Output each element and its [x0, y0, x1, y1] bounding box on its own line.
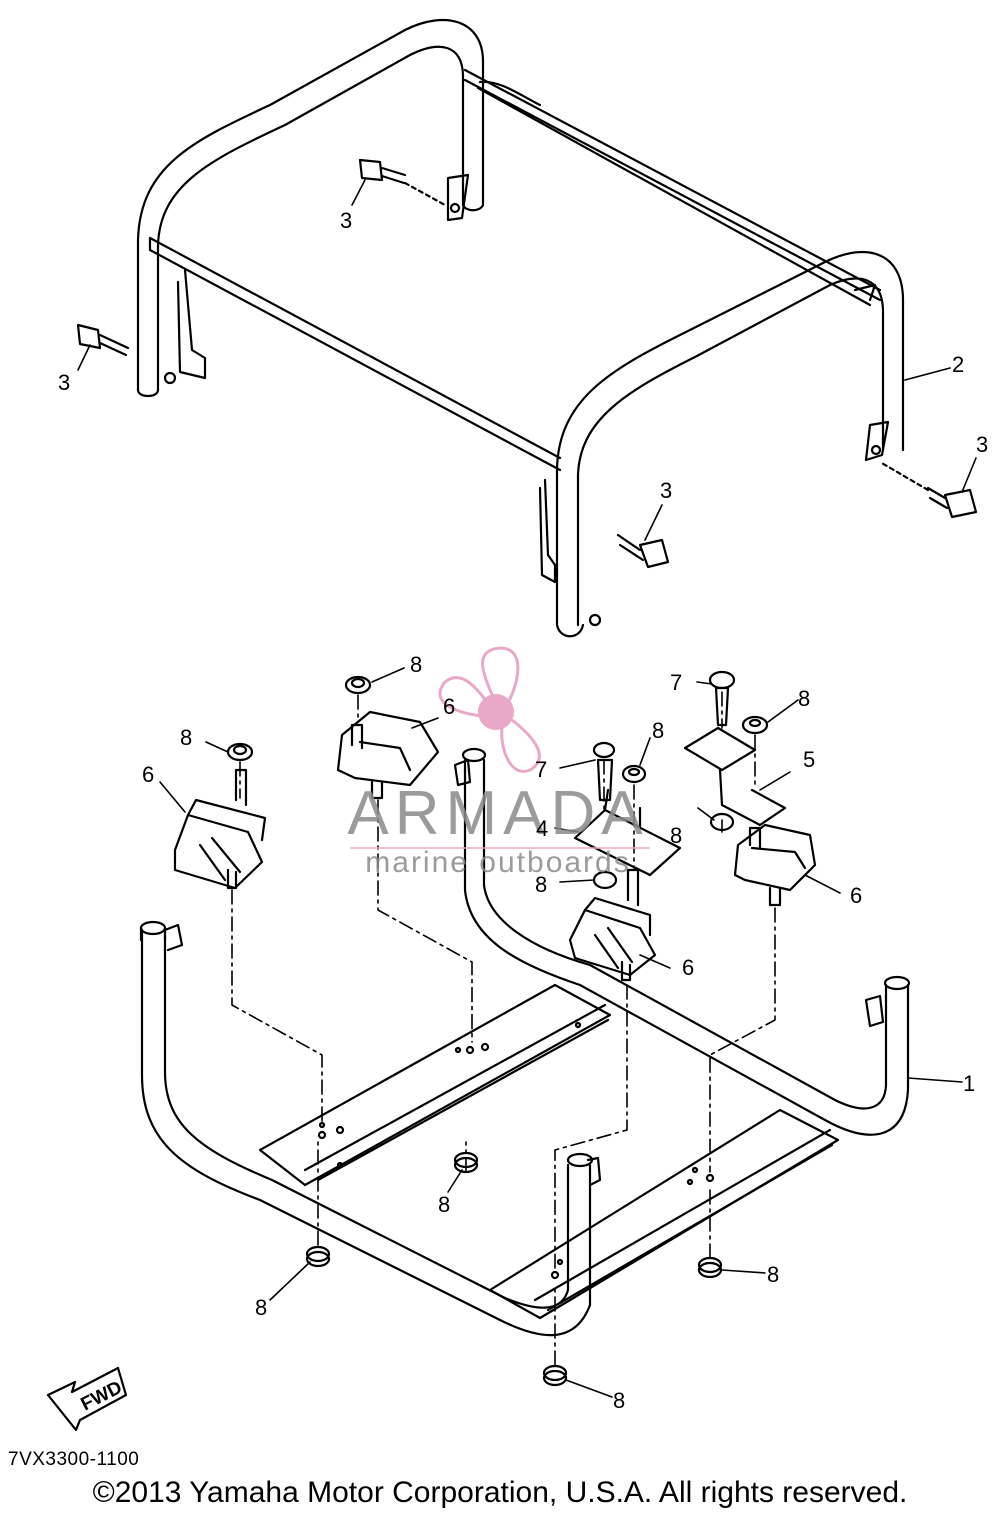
mounts-and-brackets — [173, 670, 817, 982]
callout-8: 8 — [255, 1295, 267, 1320]
armada-watermark: ARMADA marine outboards — [347, 646, 650, 879]
bottom-nuts — [305, 1151, 723, 1387]
callout-3: 3 — [976, 432, 988, 457]
watermark-tagline: marine outboards — [365, 846, 630, 879]
callout-6: 6 — [850, 883, 862, 908]
callout-8: 8 — [438, 1192, 450, 1217]
leader-lines — [77, 179, 977, 1398]
copyright-notice: ©2013 Yamaha Motor Corporation, U.S.A. A… — [92, 1476, 908, 1509]
fwd-arrow-icon — [46, 1366, 128, 1432]
callout-3: 3 — [58, 370, 70, 395]
callout-6: 6 — [682, 955, 694, 980]
lower-frame — [139, 747, 911, 1337]
callout-8: 8 — [652, 718, 664, 743]
reference-code: 7VX3300-1100 — [8, 1449, 140, 1470]
callout-2: 2 — [952, 352, 964, 377]
fwd-label: FWD — [78, 1377, 126, 1415]
callout-6: 6 — [443, 694, 455, 719]
callout-3: 3 — [660, 478, 672, 503]
callout-8: 8 — [670, 823, 682, 848]
callout-5: 5 — [803, 747, 815, 772]
callout-8: 8 — [613, 1388, 625, 1413]
callout-8: 8 — [535, 872, 547, 897]
propeller-logo-icon — [438, 646, 541, 773]
callout-1: 1 — [963, 1071, 975, 1096]
upper-frame — [136, 18, 905, 638]
callout-7: 7 — [535, 757, 547, 782]
callout-8: 8 — [767, 1262, 779, 1287]
watermark-brand: ARMADA — [347, 779, 648, 848]
callout-6: 6 — [142, 762, 154, 787]
callout-8: 8 — [410, 652, 422, 677]
callout-8: 8 — [180, 725, 192, 750]
callout-3: 3 — [340, 208, 352, 233]
callouts: 1 2 3 3 3 3 4 5 6 6 6 6 7 7 8 8 8 8 8 8 … — [58, 208, 988, 1413]
callout-8: 8 — [798, 686, 810, 711]
bolt-part-3 — [76, 158, 978, 569]
callout-7: 7 — [670, 670, 682, 695]
alignment-lines — [231, 691, 776, 1366]
callout-4: 4 — [536, 816, 548, 841]
